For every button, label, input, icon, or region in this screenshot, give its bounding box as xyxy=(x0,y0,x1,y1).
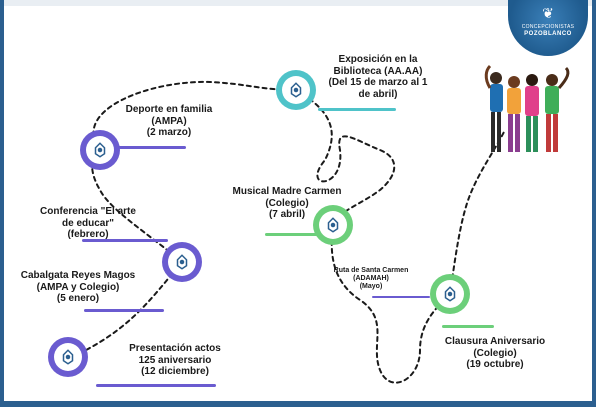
node-cabalgata xyxy=(162,242,202,282)
label-ruta: Ruta de Santa Carmen (ADAMAH) (Mayo) xyxy=(333,267,409,291)
label-conferencia: Conferencia "El arte de educar" (febrero… xyxy=(40,206,136,240)
top-band xyxy=(4,0,592,6)
label-musical: Musical Madre Carmen (Colegio) (7 abril) xyxy=(232,186,342,220)
label-clausura: Clausura Aniversario (Colegio) (19 octub… xyxy=(444,336,546,370)
path-segment xyxy=(295,89,396,226)
label-exposicion: Exposición en la Biblioteca (AA.AA) (Del… xyxy=(328,54,428,100)
node-clausura xyxy=(430,274,470,314)
seal-icon xyxy=(94,142,106,158)
seal-icon xyxy=(62,349,74,365)
seal-icon xyxy=(444,286,456,302)
label-cabalgata: Cabalgata Reyes Magos (AMPA y Colegio) (… xyxy=(20,270,136,304)
logo-line1: CONCEPCIONISTAS xyxy=(521,24,575,30)
label-deporte: Deporte en familia (AMPA) (2 marzo) xyxy=(125,104,213,138)
path-segment xyxy=(330,224,451,384)
label-presentacion: Presentación actos 125 aniversario (12 d… xyxy=(129,343,221,377)
underline xyxy=(372,296,430,298)
underline xyxy=(82,239,168,242)
node-musical xyxy=(313,205,353,245)
people-illustration xyxy=(484,64,570,152)
underline xyxy=(118,146,186,149)
underline xyxy=(442,325,494,328)
underline xyxy=(96,384,216,387)
school-logo: ❦ CONCEPCIONISTAS POZOBLANCO xyxy=(508,0,588,56)
seal-icon xyxy=(290,82,302,98)
seal-icon xyxy=(176,254,188,270)
node-exposicion xyxy=(276,70,316,110)
logo-line2: POZOBLANCO xyxy=(524,31,572,37)
underline xyxy=(265,233,321,236)
underline xyxy=(84,309,164,312)
path-segment xyxy=(92,80,297,151)
node-presentacion xyxy=(48,337,88,377)
node-deporte xyxy=(80,130,120,170)
underline xyxy=(318,108,396,111)
seal-icon: ❦ xyxy=(542,5,554,21)
seal-icon xyxy=(327,217,339,233)
